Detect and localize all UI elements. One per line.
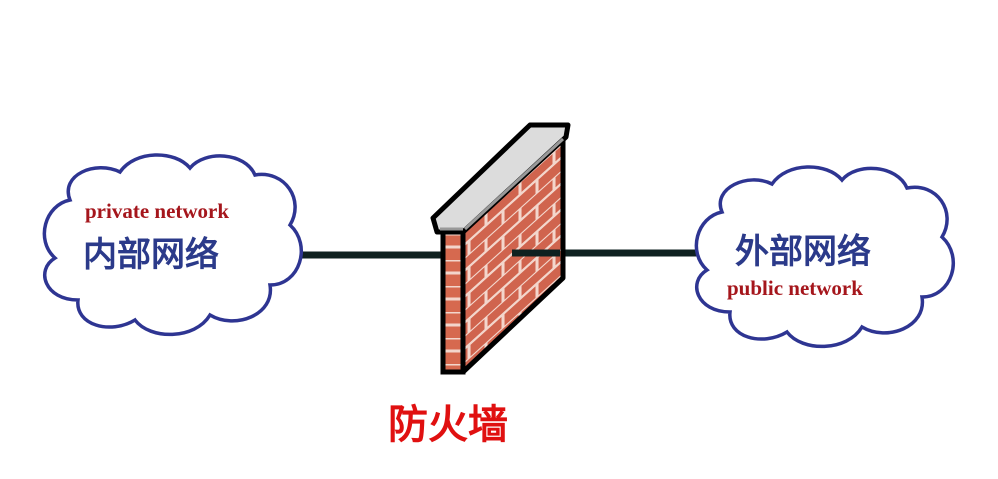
public-network-cloud	[694, 165, 956, 349]
public-network-en-label: public network	[727, 276, 863, 300]
firewall-label: 防火墙	[388, 402, 508, 448]
private-network-cloud	[42, 153, 304, 337]
firewall-brick-wall-icon	[430, 122, 571, 375]
public-network-zh-label: 外部网络	[735, 232, 871, 272]
private-network-zh-label: 内部网络	[83, 235, 219, 275]
private-network-en-label: private network	[85, 199, 229, 223]
